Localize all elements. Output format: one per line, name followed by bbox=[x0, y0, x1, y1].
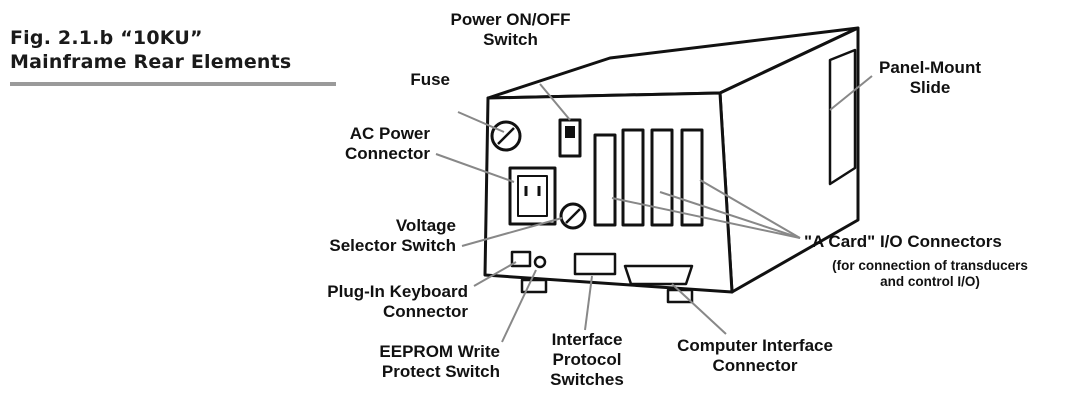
title-underline bbox=[10, 82, 336, 86]
label-a-card-note-line1: (for connection of transducers bbox=[832, 258, 1028, 273]
label-power-switch: Power ON/OFF Switch bbox=[438, 10, 583, 50]
label-interface-switches-line1: Interface bbox=[551, 330, 623, 349]
label-computer-interface-line1: Computer Interface bbox=[677, 336, 833, 355]
ac-power-socket bbox=[517, 175, 548, 217]
voltage-selector-slot bbox=[565, 208, 581, 224]
label-a-card-note: (for connection of transducers and contr… bbox=[810, 258, 1050, 290]
a-card-slot-4 bbox=[680, 128, 704, 227]
leader-a-card-2 bbox=[659, 191, 801, 239]
leader-interface-switches bbox=[584, 275, 593, 331]
leader-ac-power bbox=[435, 153, 515, 183]
label-a-card-note-line2: and control I/O) bbox=[880, 274, 980, 289]
label-fuse-text: Fuse bbox=[410, 70, 450, 89]
label-eeprom-line2: Protect Switch bbox=[381, 362, 500, 381]
label-keyboard: Plug-In Keyboard Connector bbox=[282, 282, 468, 322]
label-panel-mount: Panel-Mount Slide bbox=[868, 58, 992, 98]
leader-fuse bbox=[457, 111, 505, 133]
label-voltage-selector-line1: Voltage bbox=[395, 216, 456, 235]
label-power-switch-line2: Switch bbox=[483, 30, 538, 49]
panel-mount-slide bbox=[828, 48, 857, 186]
leader-keyboard bbox=[473, 261, 517, 287]
leader-voltage-selector bbox=[461, 217, 563, 247]
interface-protocol-switches bbox=[573, 252, 617, 276]
label-eeprom: EEPROM Write Protect Switch bbox=[350, 342, 500, 382]
a-card-slot-2 bbox=[621, 128, 645, 227]
label-panel-mount-line2: Slide bbox=[909, 78, 951, 97]
figure-title: Fig. 2.1.b “10KU” Mainframe Rear Element… bbox=[10, 26, 291, 74]
leader-computer-interface bbox=[671, 283, 727, 335]
label-ac-power: AC Power Connector bbox=[300, 124, 430, 164]
figure-title-line1: Fig. 2.1.b “10KU” bbox=[10, 27, 203, 49]
fuse-slot bbox=[497, 127, 515, 145]
label-computer-interface-line2: Connector bbox=[712, 356, 798, 375]
label-voltage-selector-line2: Selector Switch bbox=[329, 236, 456, 255]
label-ac-power-line2: Connector bbox=[345, 144, 430, 163]
leader-eeprom bbox=[501, 269, 537, 343]
label-interface-switches-line2: Protocol bbox=[552, 350, 622, 369]
label-a-card-text: "A Card" I/O Connectors bbox=[804, 232, 1002, 251]
label-power-switch-line1: Power ON/OFF bbox=[450, 10, 571, 29]
a-card-slot-3 bbox=[650, 128, 674, 227]
foot-right bbox=[666, 288, 694, 304]
keyboard-connector bbox=[510, 250, 532, 268]
label-interface-switches: Interface Protocol Switches bbox=[532, 330, 642, 390]
label-fuse: Fuse bbox=[380, 70, 450, 90]
label-ac-power-line1: AC Power bbox=[349, 124, 430, 143]
a-card-slot-1 bbox=[593, 133, 617, 227]
leader-a-card-3 bbox=[699, 179, 801, 239]
leader-power-switch bbox=[539, 83, 571, 121]
label-a-card: "A Card" I/O Connectors bbox=[804, 232, 1056, 252]
computer-interface-connector bbox=[623, 264, 694, 286]
label-eeprom-line1: EEPROM Write bbox=[379, 342, 500, 361]
label-interface-switches-line3: Switches bbox=[550, 370, 624, 389]
label-keyboard-line2: Connector bbox=[383, 302, 468, 321]
label-voltage-selector: Voltage Selector Switch bbox=[300, 216, 456, 256]
eeprom-switch bbox=[533, 255, 547, 269]
figure-title-line2: Mainframe Rear Elements bbox=[10, 51, 292, 73]
label-panel-mount-line1: Panel-Mount bbox=[879, 58, 981, 77]
label-computer-interface: Computer Interface Connector bbox=[650, 336, 860, 376]
power-switch-rocker bbox=[565, 126, 575, 138]
leader-a-card-1 bbox=[611, 197, 801, 239]
label-keyboard-line1: Plug-In Keyboard bbox=[327, 282, 468, 301]
leader-panel-mount bbox=[829, 75, 873, 111]
